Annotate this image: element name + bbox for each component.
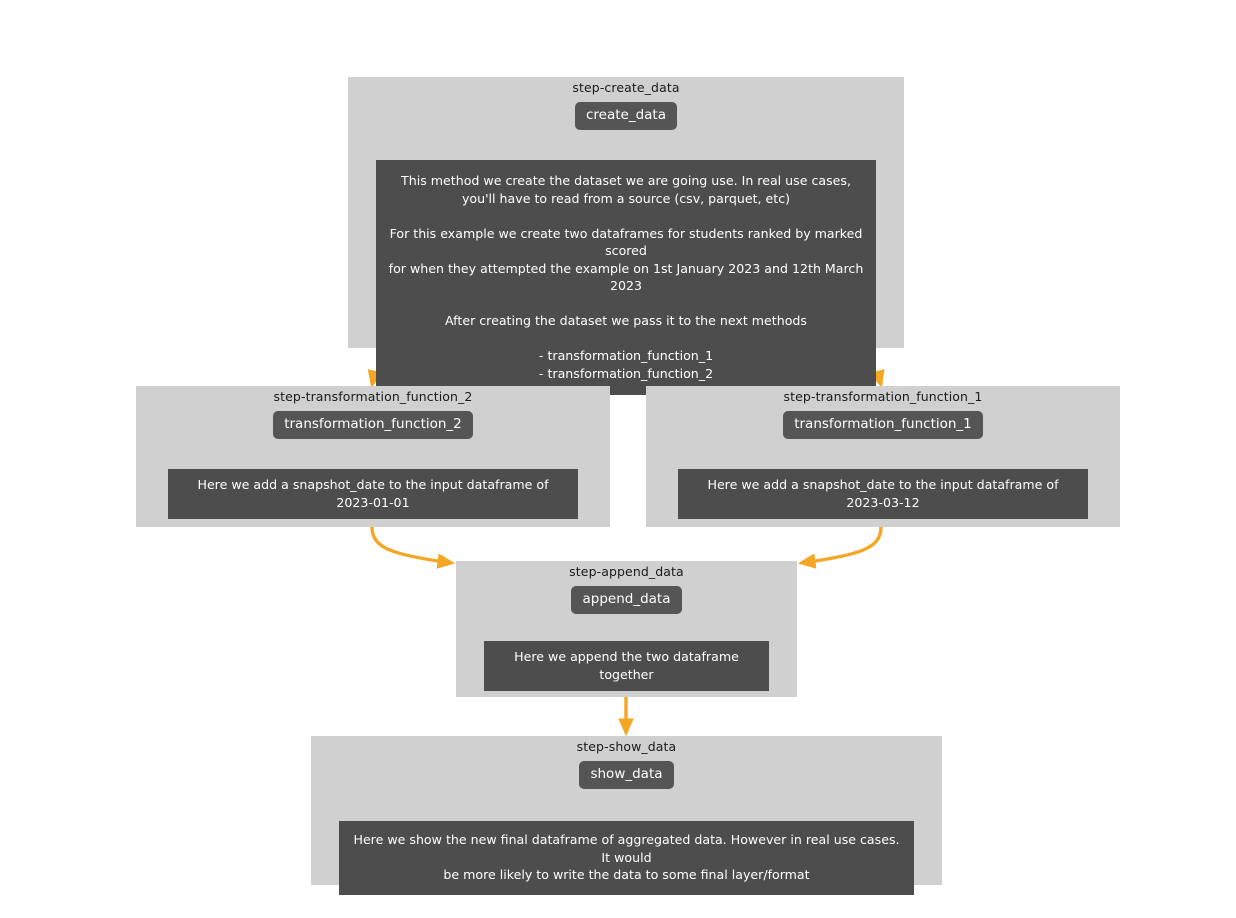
node-badge-transformation_function_1[interactable]: transformation_function_1	[783, 411, 983, 439]
node-badge-transformation_function_2[interactable]: transformation_function_2	[273, 411, 473, 439]
node-title-transformation_function_1: step-transformation_function_1	[783, 389, 983, 404]
node-create_data[interactable]: step-create_data create_data This method…	[348, 77, 904, 395]
node-title-create_data: step-create_data	[572, 80, 680, 95]
edge-transformation_function_2-to-append_data	[370, 526, 456, 569]
node-description-transformation_function_2: Here we add a snapshot_date to the input…	[168, 469, 578, 519]
node-description-append_data: Here we append the two dataframe togethe…	[484, 641, 769, 691]
node-append_data[interactable]: step-append_data append_data Here we app…	[456, 561, 797, 697]
node-description-create_data: This method we create the dataset we are…	[376, 160, 876, 395]
edge-transformation_function_1-to-append_data	[797, 526, 883, 569]
node-show_data[interactable]: step-show_data show_data Here we show th…	[311, 736, 942, 895]
node-badge-create_data[interactable]: create_data	[574, 102, 677, 130]
node-title-transformation_function_2: step-transformation_function_2	[273, 389, 473, 404]
node-title-show_data: step-show_data	[576, 739, 677, 754]
node-transformation_function_2[interactable]: step-transformation_function_2 transform…	[136, 386, 610, 527]
node-description-transformation_function_1: Here we add a snapshot_date to the input…	[678, 469, 1088, 519]
node-description-show_data: Here we show the new final dataframe of …	[339, 821, 914, 895]
node-title-append_data: step-append_data	[569, 564, 684, 579]
node-badge-append_data[interactable]: append_data	[571, 586, 682, 614]
node-badge-show_data[interactable]: show_data	[579, 761, 674, 789]
node-transformation_function_1[interactable]: step-transformation_function_1 transform…	[646, 386, 1120, 527]
